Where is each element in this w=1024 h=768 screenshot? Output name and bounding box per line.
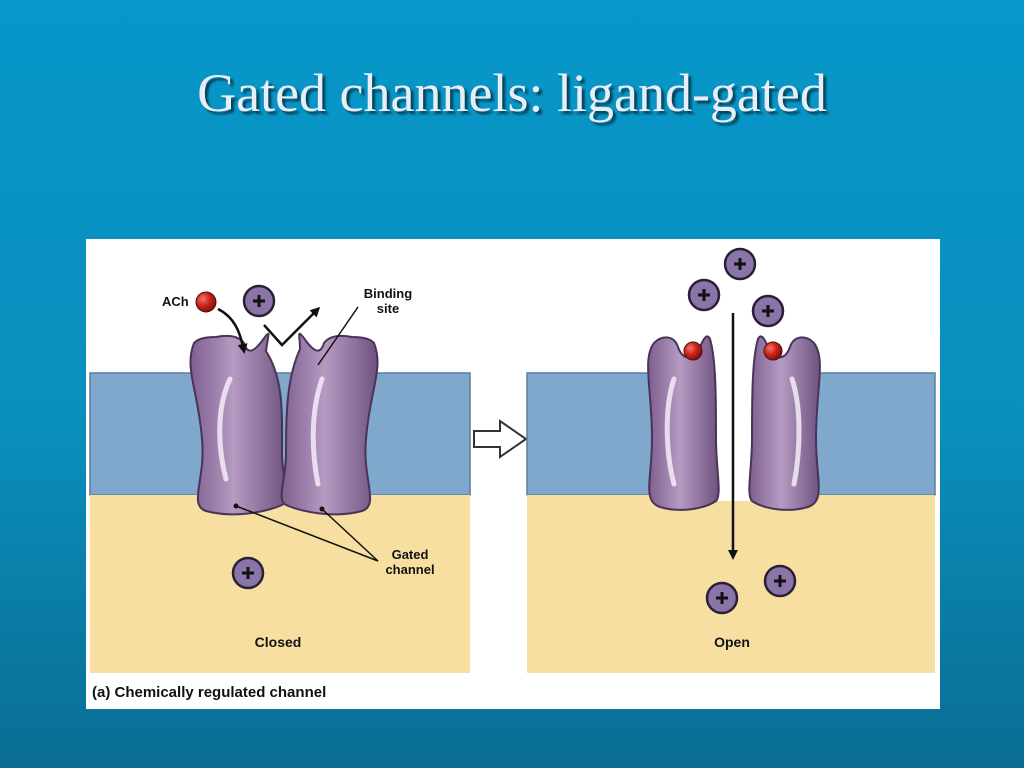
binding-site-leader — [317, 306, 359, 366]
gated-channel-right-subunit — [748, 335, 821, 511]
ion-blocked-arrow — [263, 306, 321, 347]
arrow-right-outline-icon — [473, 419, 528, 459]
ion-plus-icon — [231, 556, 265, 590]
channel-figure: ACh Binding site Gated channel Closed — [86, 239, 940, 709]
gated-channel-left-subunit — [189, 332, 288, 516]
closed-state-label: Closed — [255, 634, 302, 650]
closed-panel: ACh Binding site Gated channel Closed — [89, 239, 471, 673]
binding-site-label-line1: Binding — [364, 286, 412, 301]
cytoplasm — [90, 495, 470, 673]
bound-ach-ligand-icon — [683, 341, 703, 361]
slide-title: Gated channels: ligand-gated — [197, 63, 827, 123]
bound-ach-ligand-icon — [763, 341, 783, 361]
gated-channel-label-line1: Gated — [392, 547, 429, 562]
figure-caption: (a) Chemically regulated channel — [92, 684, 326, 701]
binding-site-label-line2: site — [377, 301, 399, 316]
ach-binding-arrow — [217, 307, 248, 354]
ion-plus-icon — [687, 278, 721, 312]
ion-plus-icon — [705, 581, 739, 615]
gated-channel-leader-a — [235, 505, 379, 562]
open-state-label: Open — [714, 634, 750, 650]
gated-channel-left-subunit — [647, 335, 720, 511]
ach-ligand-icon — [195, 291, 217, 313]
extracellular-space — [90, 239, 470, 373]
ion-plus-icon — [763, 564, 797, 598]
ion-plus-icon — [723, 247, 757, 281]
gated-channel-right-subunit — [280, 332, 379, 516]
open-panel: Open — [526, 239, 936, 673]
gated-channel-leader-b — [321, 508, 379, 562]
ion-plus-icon — [242, 284, 276, 318]
gated-channel-label-line2: channel — [385, 562, 434, 577]
ion-plus-icon — [751, 294, 785, 328]
cytoplasm — [527, 495, 935, 673]
ach-label: ACh — [162, 294, 189, 309]
